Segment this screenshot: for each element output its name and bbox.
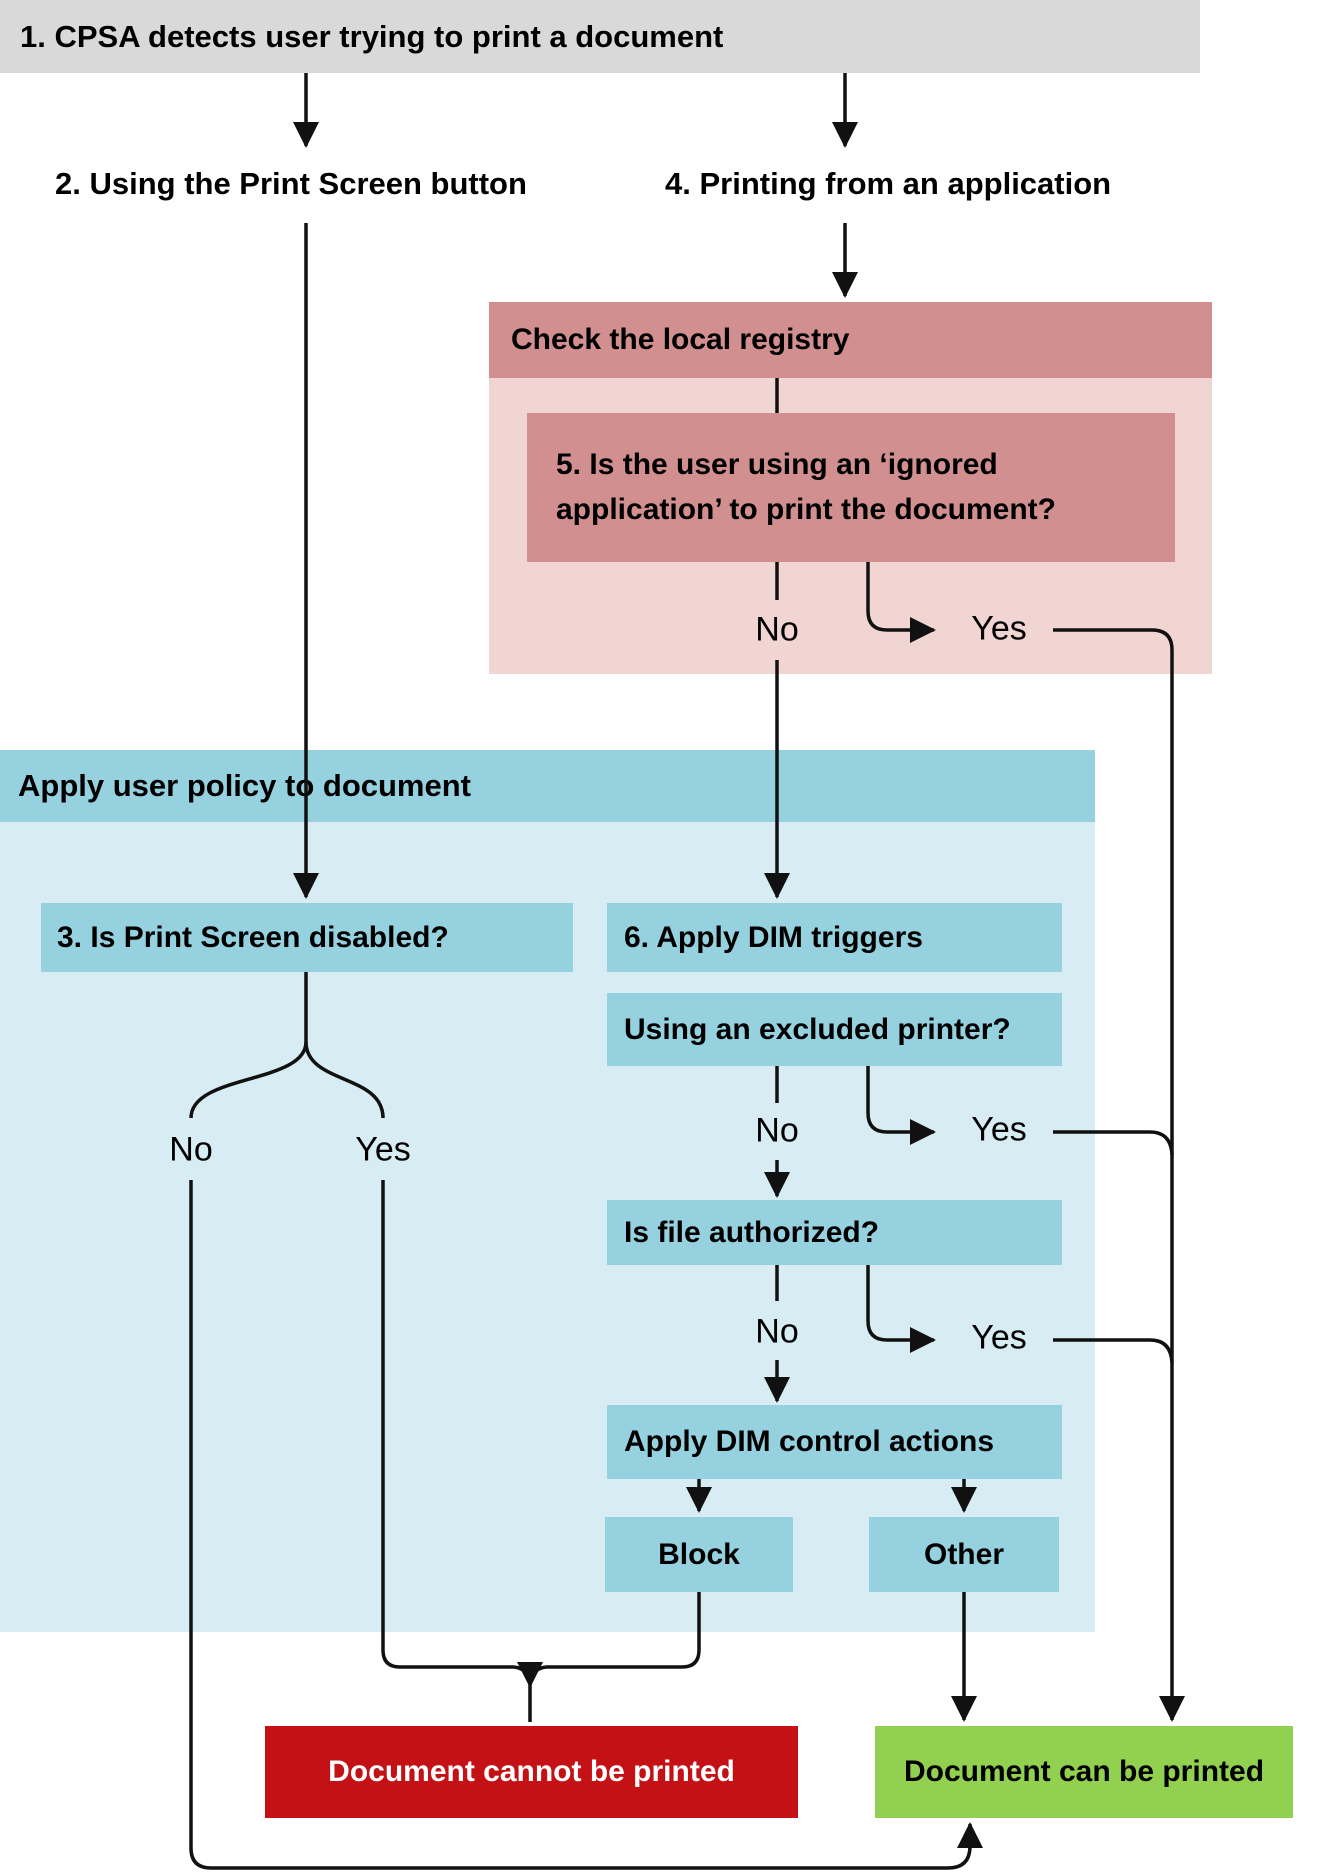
block-action-box: Block <box>605 1517 793 1592</box>
arrow-merge-to-denied <box>514 1667 546 1722</box>
application-branch-label: 4. Printing from an application <box>665 166 1112 201</box>
dim-triggers-box: 6. Apply DIM triggers <box>607 903 1062 972</box>
arrow-excluded-yes-elbow <box>866 1066 936 1145</box>
line-box3-yes-to-merge <box>381 1180 514 1669</box>
file-authorized-box: Is file authorized? <box>607 1200 1062 1265</box>
excluded-yes-label: Yes <box>971 1110 1027 1149</box>
document-cannot-be-printed-box: Document cannot be printed <box>265 1726 798 1818</box>
excluded-printer-box: Using an excluded printer? <box>607 993 1062 1066</box>
line-fileauth-yes-merge <box>1053 1338 1174 1364</box>
box5-yes-label: Yes <box>971 609 1027 648</box>
box5-no-label: No <box>755 610 799 649</box>
curve-box3-split-right <box>304 1041 385 1119</box>
line-excluded-yes-merge <box>1053 1130 1174 1156</box>
fileauth-yes-label: Yes <box>971 1318 1027 1357</box>
box3-yes-label: Yes <box>355 1130 411 1169</box>
start-node: 1. CPSA detects user trying to print a d… <box>0 0 1200 73</box>
print-screen-branch-label: 2. Using the Print Screen button <box>55 166 527 201</box>
dim-control-actions-box: Apply DIM control actions <box>607 1405 1062 1479</box>
registry-group-header: Check the local registry <box>489 302 1212 378</box>
line-box3-no-to-allowed <box>189 1180 983 1870</box>
policy-group-header: Apply user policy to document <box>0 750 1095 822</box>
line-block-to-merge <box>546 1592 701 1669</box>
line-yes-rail-to-allowed <box>1053 628 1185 1722</box>
print-screen-disabled-box: 3. Is Print Screen disabled? <box>41 903 573 972</box>
curve-box3-split-left <box>189 1041 308 1119</box>
other-action-box: Other <box>869 1517 1059 1592</box>
excluded-no-label: No <box>755 1111 799 1150</box>
fileauth-no-label: No <box>755 1312 799 1351</box>
arrow-box5-yes-elbow <box>866 562 936 643</box>
box3-no-label: No <box>169 1130 213 1169</box>
ignored-application-question-text: 5. Is the user using an ‘ignored applica… <box>556 448 1056 526</box>
arrow-fileauth-yes-elbow <box>866 1265 936 1353</box>
document-can-be-printed-box: Document can be printed <box>875 1726 1293 1818</box>
ignored-application-question-box: 5. Is the user using an ‘ignored applica… <box>527 413 1175 562</box>
